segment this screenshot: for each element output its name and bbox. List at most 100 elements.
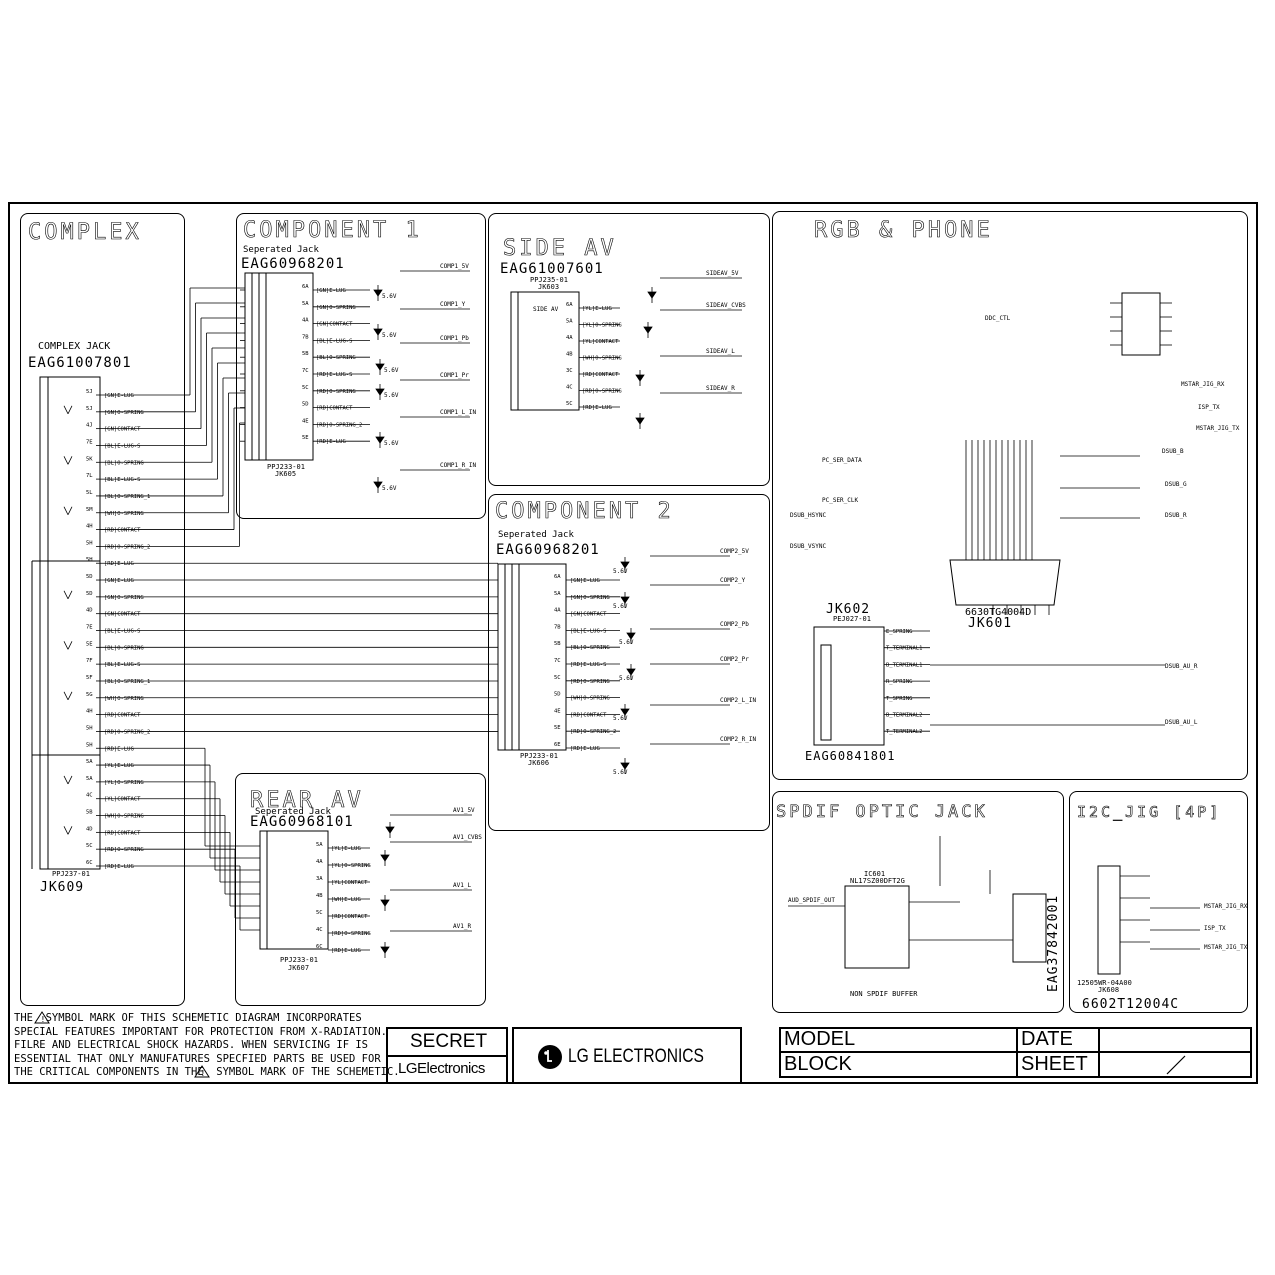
rgb-net-label: DDC_CTL bbox=[985, 315, 1011, 322]
side-pin-number: 5C bbox=[566, 401, 573, 407]
comp2-net-label: COMP2_L_IN bbox=[720, 697, 757, 704]
complex-pin-label: [GN]E-LUG bbox=[104, 393, 134, 399]
comp1-pin-number: 5E bbox=[302, 435, 309, 441]
side-net-label: SIDEAV_R bbox=[706, 385, 735, 392]
rgb-jk602: JK602 bbox=[826, 602, 871, 617]
sheet-slash bbox=[1166, 1055, 1186, 1075]
rgb-net-label: DSUB_B bbox=[1162, 448, 1184, 455]
complex-pin-number: 4C bbox=[86, 793, 93, 799]
rgb-jk602-ref: PEJ027-01 bbox=[833, 615, 871, 623]
complex-pin-number: 5J bbox=[86, 389, 93, 395]
i2c-net-label: MSTAR_JIG_TX bbox=[1204, 944, 1248, 951]
lg-electronics-label: LG ELECTRONICS bbox=[568, 1046, 704, 1067]
rear-pin-label: [RD]CONTACT bbox=[331, 914, 368, 920]
secret-box bbox=[386, 1027, 508, 1084]
rgb-net-label: DSUB_VSYNC bbox=[790, 543, 827, 550]
complex-part-no: EAG61007801 bbox=[28, 355, 132, 371]
side-pin-number: 4C bbox=[566, 385, 573, 391]
component1-sub: Seperated Jack bbox=[243, 245, 319, 255]
complex-pin-number: 5C bbox=[86, 843, 93, 849]
complex-pin-label: [WH]O-SPRING bbox=[104, 696, 144, 702]
i2c-net-label: ISP_TX bbox=[1204, 925, 1226, 932]
rear-pin-label: [YL]E-LUG bbox=[331, 846, 361, 852]
zener-label: 5.6V bbox=[619, 675, 634, 682]
date-value-divider bbox=[1098, 1027, 1100, 1078]
i2c-jk: JK608 bbox=[1098, 986, 1120, 994]
component2-part-no: EAG60968201 bbox=[496, 542, 600, 558]
complex-pin-label: [BL]O-SPRING bbox=[104, 645, 144, 651]
comp1-pin-label: [RD]O-SPRING bbox=[316, 389, 356, 395]
rear-pin-number: 6C bbox=[316, 944, 323, 950]
warning-triangle-icon: ! bbox=[194, 1065, 210, 1078]
comp1-pin-number: 6A bbox=[302, 284, 309, 290]
sideav-part-no: EAG61007601 bbox=[500, 261, 604, 277]
component1-title: COMPONENT 1 bbox=[243, 218, 422, 244]
complex-pin-number: 7F bbox=[86, 658, 93, 664]
rgb-title: RGB & PHONE bbox=[814, 218, 993, 244]
secret-divider bbox=[388, 1055, 506, 1057]
complex-pin-number: 5A bbox=[86, 759, 93, 765]
complex-pin-label: [BL]O-SPRING bbox=[104, 460, 144, 466]
comp2-pin-number: 4E bbox=[554, 708, 561, 714]
complex-pin-label: [YL]E-LUG bbox=[104, 763, 134, 769]
rear-net-label: AV1_CVBS bbox=[453, 834, 482, 841]
complex-pin-label: [RD]E-LUG bbox=[104, 864, 134, 870]
comp2-pin-number: 5C bbox=[554, 675, 561, 681]
complex-pin-number: 4D bbox=[86, 826, 93, 832]
rear-net-label: AV1_R bbox=[453, 923, 471, 930]
comp1-pin-label: [RD]O-SPRING_2 bbox=[316, 422, 362, 428]
comp2-pin-label: [GN]CONTACT bbox=[570, 612, 607, 618]
comp2-pin-label: [RD]O-SPRING_2 bbox=[570, 729, 616, 735]
complex-pin-number: 5D bbox=[86, 591, 93, 597]
secret-label: SECRET bbox=[410, 1031, 488, 1052]
rear-pin-number: 4B bbox=[316, 893, 323, 899]
rgb-jk601-part: 6630TG4004D bbox=[965, 607, 1032, 618]
zener-label: 5.6V bbox=[613, 603, 628, 610]
complex-pin-number: 7E bbox=[86, 625, 93, 631]
comp1-pin-label: [RD]CONTACT bbox=[316, 406, 353, 412]
rear-pin-number: 5A bbox=[316, 842, 323, 848]
comp2-net-label: COMP2_5V bbox=[720, 548, 749, 555]
zener-label: 5.6V bbox=[382, 485, 397, 492]
complex-pin-number: 5A bbox=[86, 776, 93, 782]
comp1-pin-label: [GN]E-LUG bbox=[316, 288, 346, 294]
rear-pin-label: [YL]CONTACT bbox=[331, 880, 368, 886]
i2c-part-no: 6602T12004C bbox=[1082, 997, 1180, 1012]
phone-pin-label: E_SPRING bbox=[886, 629, 913, 635]
side-pin-label: [YL]CONTACT bbox=[582, 339, 619, 345]
complex-pin-label: [RD]O-SPRING bbox=[104, 847, 144, 853]
complex-panel bbox=[20, 213, 185, 1006]
comp1-pin-number: 5D bbox=[302, 402, 309, 408]
spdif-ic-part: NL17SZ00DFT2G bbox=[850, 877, 905, 885]
rgb-jk601: JK601 bbox=[968, 616, 1013, 631]
zener-label: 5.6V bbox=[613, 715, 628, 722]
comp2-pin-number: 4A bbox=[554, 608, 561, 614]
component1-panel bbox=[236, 213, 486, 519]
i2c-ref: 12505WR-04A00 bbox=[1077, 979, 1132, 987]
complex-pin-label: [BL]E-LUG-S bbox=[104, 477, 140, 483]
zener-label: 5.6V bbox=[384, 392, 399, 399]
comp2-pin-label: [RD]E-LUG bbox=[570, 746, 600, 752]
rgb-net-label: PC_SER_DATA bbox=[822, 457, 862, 464]
phone-pin-label: T_TERMINAL1 bbox=[886, 646, 922, 652]
comp1-net-label: COMP1_Pb bbox=[440, 335, 469, 342]
lg-small-label: LGElectronics bbox=[398, 1060, 485, 1077]
rgb-net-label: PC_SER_CLK bbox=[822, 497, 859, 504]
spdif-panel bbox=[772, 791, 1064, 1013]
component2-sub: Seperated Jack bbox=[498, 530, 574, 540]
complex-pin-label: [GN]CONTACT bbox=[104, 612, 141, 618]
component1-ref: PPJ233-01 bbox=[267, 463, 305, 471]
complex-pin-label: [BL]E-LUG-S bbox=[104, 662, 140, 668]
rgb-net-label: DSUB_AU_R bbox=[1165, 663, 1198, 670]
side-pin-label: [YL]O-SPRING bbox=[582, 323, 622, 329]
complex-pin-label: [RD]E-LUG bbox=[104, 561, 134, 567]
zener-label: 5.6V bbox=[382, 293, 397, 300]
complex-pin-number: 4H bbox=[86, 709, 93, 715]
complex-pin-label: [GN]CONTACT bbox=[104, 427, 141, 433]
comp1-net-label: COMP1_5V bbox=[440, 263, 469, 270]
comp2-pin-label: [BL]O-SPRING bbox=[570, 645, 610, 651]
complex-pin-label: [BL]E-LUG-S bbox=[104, 629, 140, 635]
component1-jk: JK605 bbox=[275, 470, 297, 478]
sideav-ref: PPJ235-01 bbox=[530, 276, 568, 284]
